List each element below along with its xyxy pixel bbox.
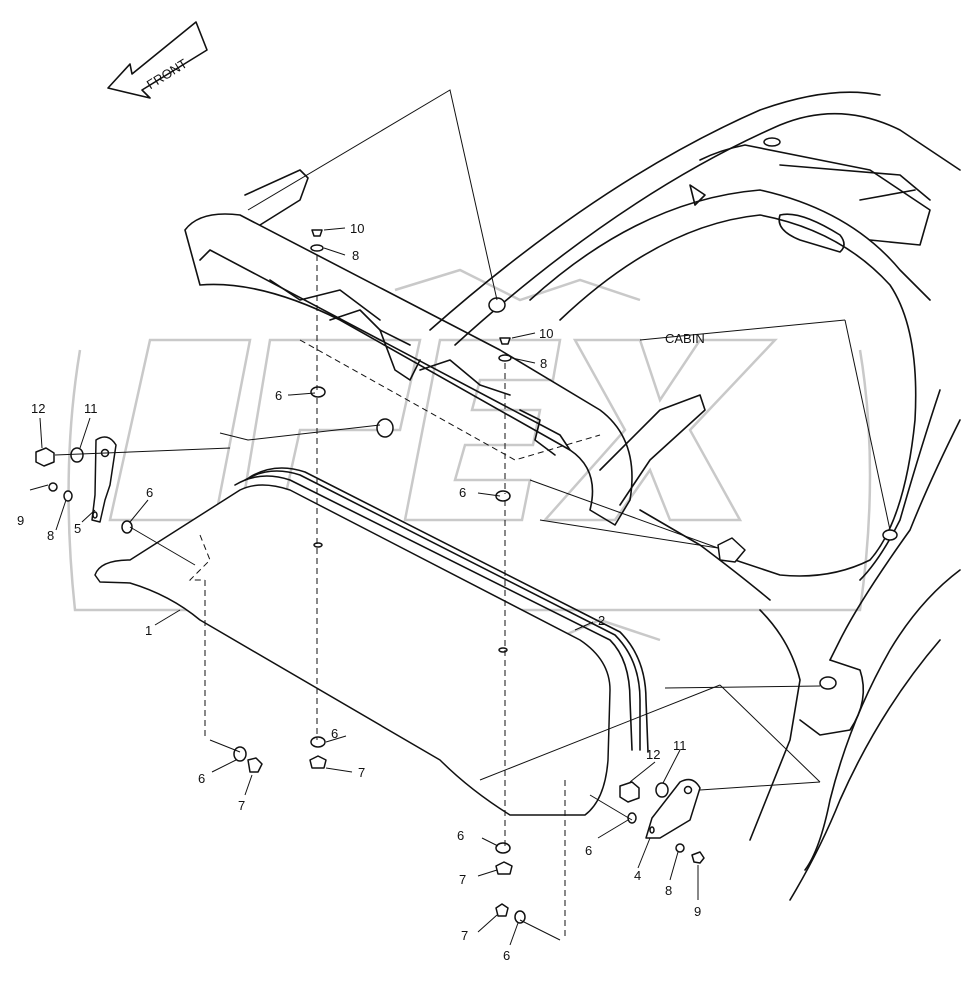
callout-9-b: 9 [694, 904, 701, 919]
callout-6-f: 6 [457, 828, 464, 843]
callout-4: 4 [634, 868, 641, 883]
cabin-structure [429, 91, 961, 901]
callout-6-b: 6 [146, 485, 153, 500]
callout-11-b: 11 [673, 738, 687, 753]
callout-12-a: 12 [31, 401, 45, 416]
front-arrow: FRONT [107, 21, 208, 99]
callout-7-a: 7 [358, 765, 365, 780]
callout-10-a: 10 [350, 221, 364, 236]
right-hardware [589, 685, 821, 864]
rear-cover-panel [94, 467, 649, 816]
fasteners [204, 229, 566, 940]
callout-2: 2 [598, 613, 605, 628]
callout-12-b: 12 [646, 747, 660, 762]
callout-9-a: 9 [17, 513, 24, 528]
callout-10-b: 10 [539, 326, 553, 341]
callout-8-a: 8 [352, 248, 359, 263]
callout-6-h: 6 [503, 948, 510, 963]
front-label: FRONT [144, 56, 190, 92]
callout-8-b: 8 [540, 356, 547, 371]
callout-11-a: 11 [84, 401, 98, 416]
callout-7-d: 7 [461, 928, 468, 943]
callout-8-c: 8 [47, 528, 54, 543]
callout-6-c: 6 [459, 485, 466, 500]
callout-6-d: 6 [331, 726, 338, 741]
callout-7-b: 7 [238, 798, 245, 813]
cabin-label: CABIN [665, 331, 705, 346]
callout-1: 1 [145, 623, 152, 638]
callout-5: 5 [74, 521, 81, 536]
callout-6-g: 6 [585, 843, 592, 858]
left-hardware [35, 424, 381, 566]
callout-8-d: 8 [665, 883, 672, 898]
callout-6-e: 6 [198, 771, 205, 786]
leader-lines [29, 89, 891, 946]
callout-7-c: 7 [459, 872, 466, 887]
callout-6-a: 6 [275, 388, 282, 403]
